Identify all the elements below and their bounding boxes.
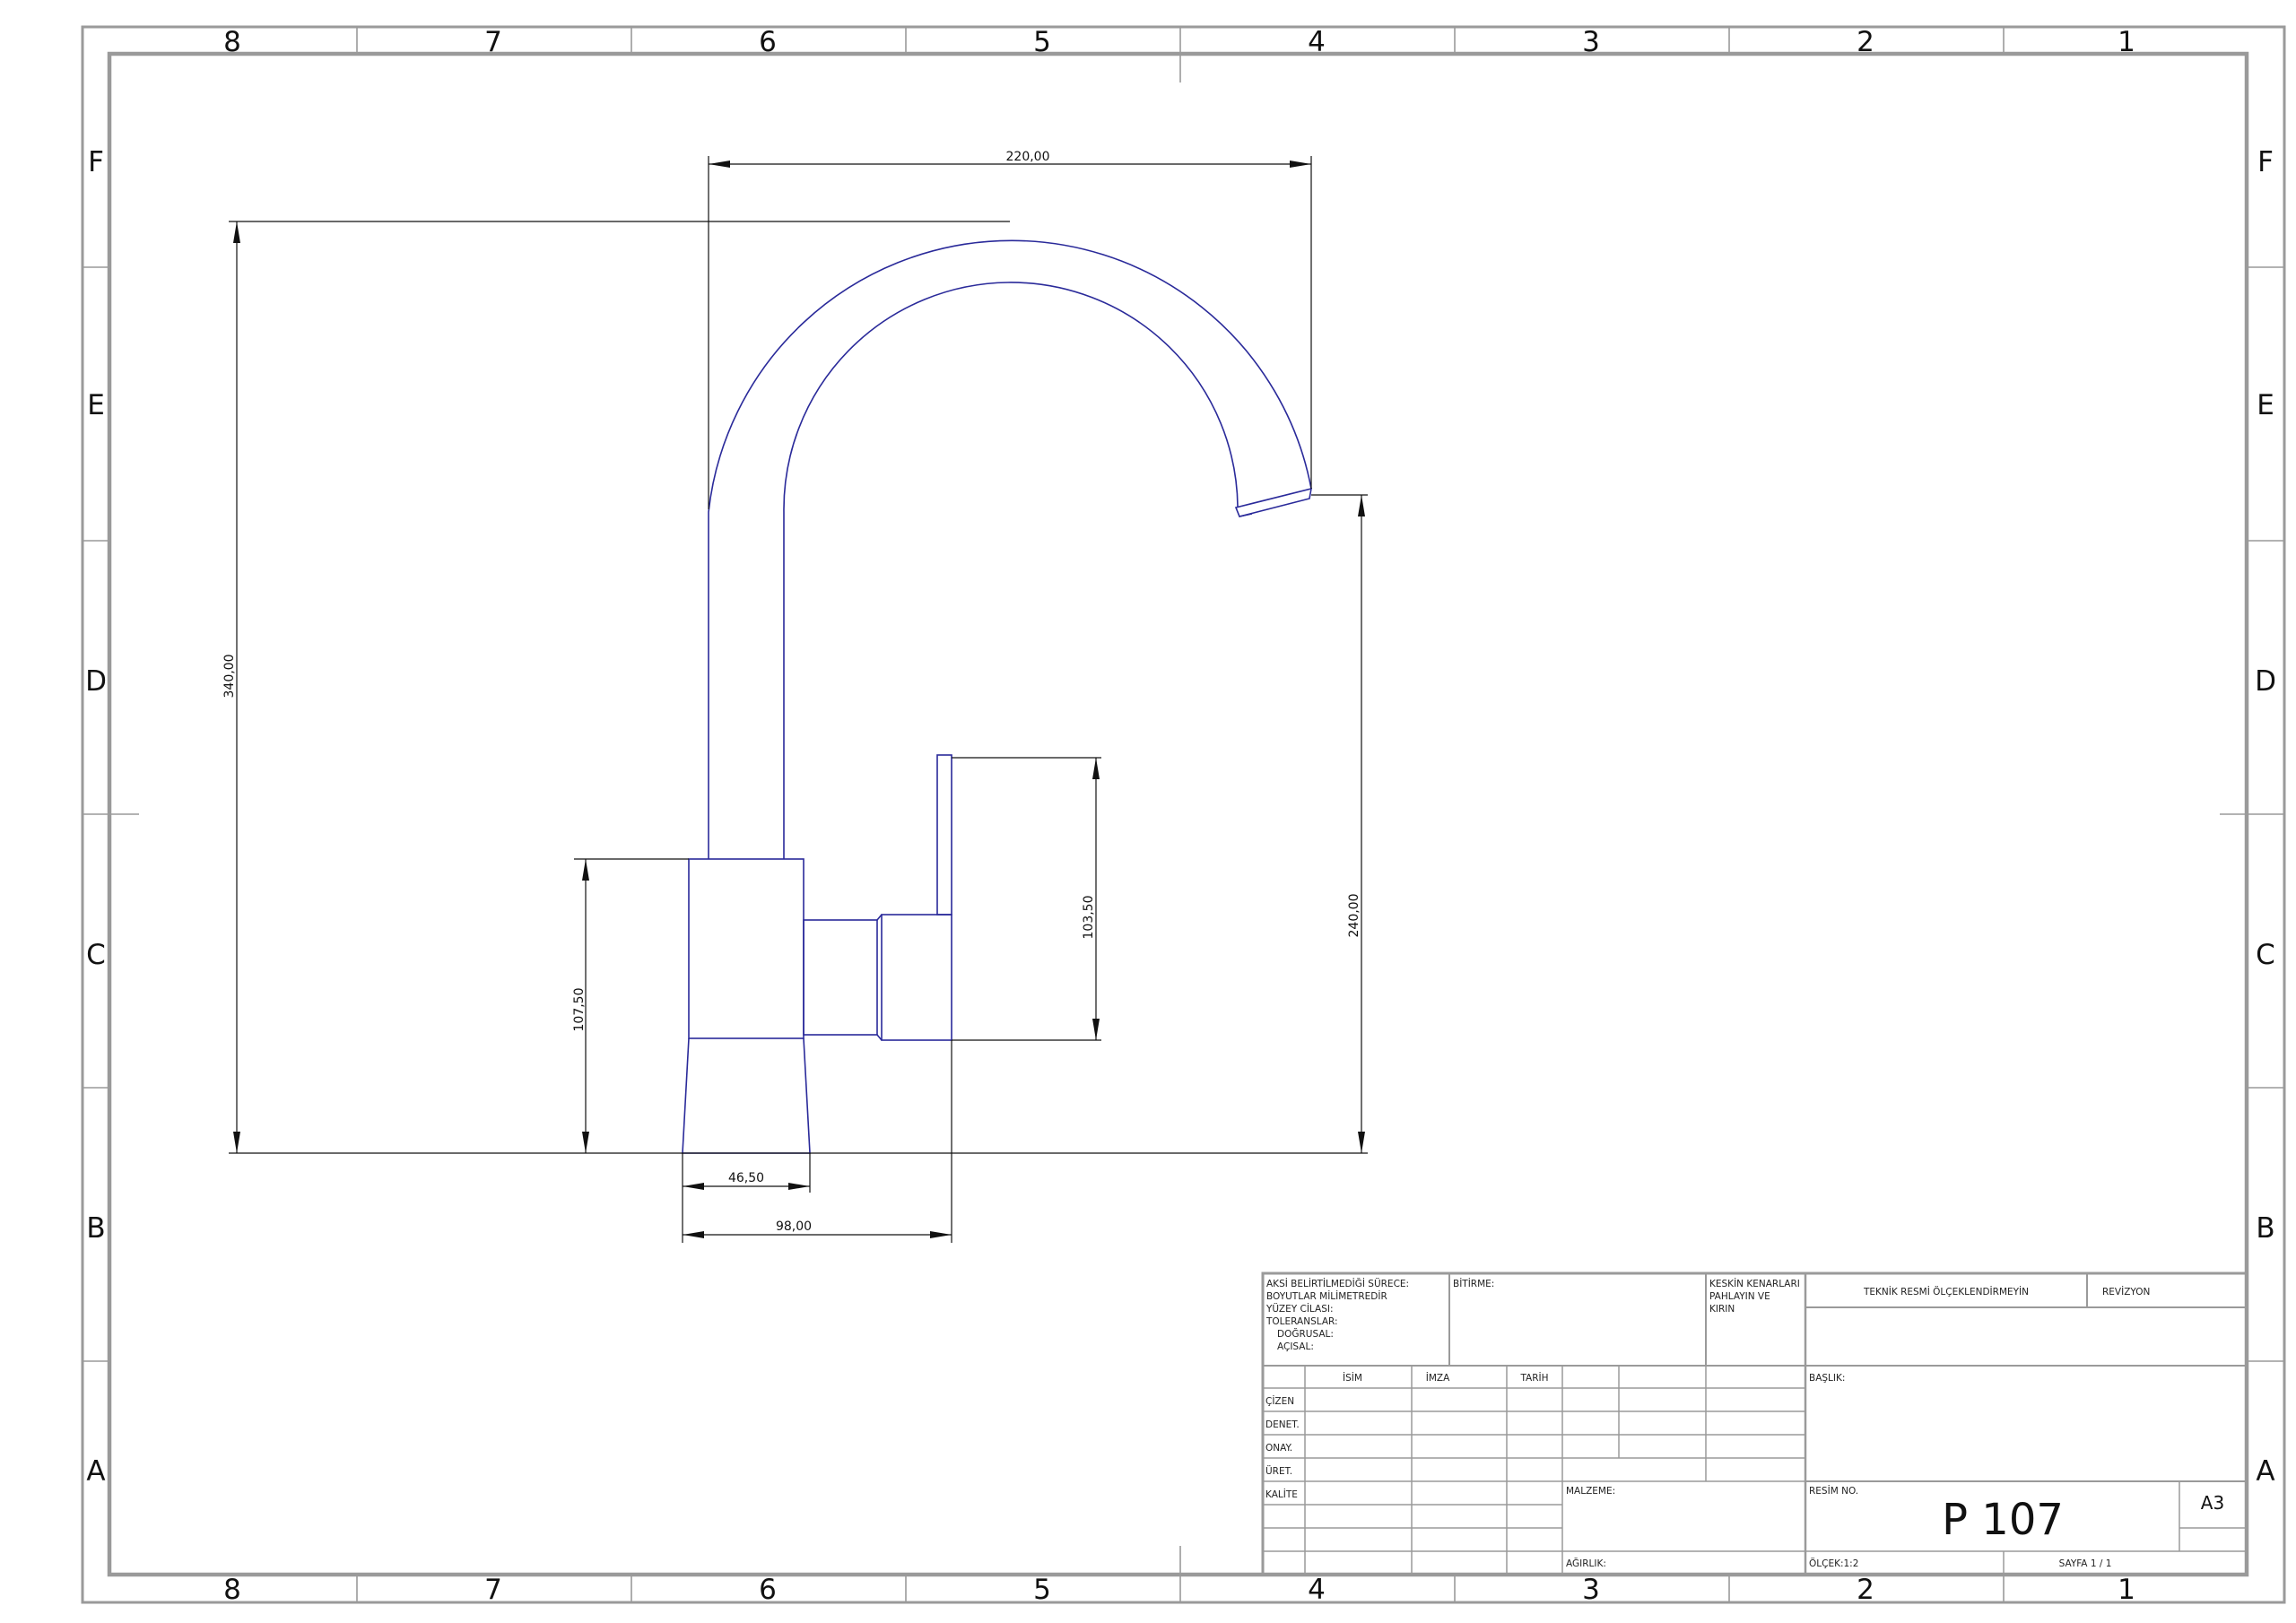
inner-border xyxy=(107,51,2249,1577)
zone-row-label: B xyxy=(86,1212,105,1245)
dim-body-width: 46,50 xyxy=(728,1171,764,1185)
col-header-signature: İMZA xyxy=(1426,1372,1450,1384)
zone-col-label: 1 xyxy=(2118,26,2135,58)
spout-outlet xyxy=(1234,487,1313,517)
dim-body-height: 107,50 xyxy=(572,988,587,1032)
zone-row-label: E xyxy=(87,389,105,421)
row-label-drawn: ÇİZEN xyxy=(1265,1395,1294,1407)
zone-col-label: 8 xyxy=(223,1574,241,1606)
finish-label: BİTİRME: xyxy=(1453,1278,1494,1289)
zone-col-label: 4 xyxy=(1308,26,1326,58)
row-label-checked: DENET. xyxy=(1265,1419,1300,1430)
lever-handle xyxy=(936,754,952,916)
dimensions: 220,00 340,00 240,00 107,50 103,50 xyxy=(222,150,1368,1243)
zone-col-label: 6 xyxy=(759,1574,777,1606)
zone-col-label: 5 xyxy=(1033,26,1051,58)
col-header-name: İSİM xyxy=(1343,1372,1362,1384)
weight-label: AĞIRLIK: xyxy=(1566,1558,1606,1569)
tolerance-note-line: DOĞRUSAL: xyxy=(1277,1328,1334,1340)
drawing-no-label: RESİM NO. xyxy=(1809,1485,1858,1497)
zone-col-label: 1 xyxy=(2118,1574,2135,1606)
lever-connector xyxy=(803,919,878,1036)
zone-row-label: F xyxy=(88,146,104,178)
spout-inner-edge xyxy=(783,282,1239,859)
body-block xyxy=(688,858,804,1039)
title-block: AKSİ BELİRTİLMEDİĞİ SÜRECE: BOYUTLAR MİL… xyxy=(1261,1271,2248,1576)
edges-note-line: KIRIN xyxy=(1709,1304,1735,1315)
dim-overall-width: 98,00 xyxy=(776,1219,812,1234)
zone-col-label: 5 xyxy=(1033,1574,1051,1606)
dim-spout-width: 220,00 xyxy=(1006,150,1050,164)
zone-col-label: 8 xyxy=(223,26,241,58)
tolerance-note-line: TOLERANSLAR: xyxy=(1265,1316,1338,1327)
zone-col-label: 7 xyxy=(484,26,502,58)
row-label-quality: KALİTE xyxy=(1265,1488,1298,1500)
lever-hub xyxy=(881,914,952,1041)
zone-col-label: 2 xyxy=(1857,1574,1874,1606)
edges-note-line: PAHLAYIN VE xyxy=(1709,1291,1770,1302)
zone-row-label: A xyxy=(2256,1455,2274,1488)
edges-note-line: KESKİN KENARLARI xyxy=(1709,1278,1800,1289)
tolerance-note-line: AKSİ BELİRTİLMEDİĞİ SÜRECE: xyxy=(1266,1278,1409,1289)
zone-row-label: F xyxy=(2257,146,2274,178)
zone-col-label: 6 xyxy=(759,26,777,58)
dim-outlet-height: 240,00 xyxy=(1347,894,1361,938)
dim-total-height: 340,00 xyxy=(222,655,237,699)
body-base xyxy=(682,1037,811,1154)
sheet-label: SAYFA 1 / 1 xyxy=(2059,1558,2112,1569)
dim-lever-height: 103,50 xyxy=(1082,896,1096,940)
col-header-date: TARİH xyxy=(1519,1372,1548,1384)
zone-row-label: B xyxy=(2256,1212,2274,1245)
zone-col-label: 3 xyxy=(1582,26,1600,58)
zone-row-label: D xyxy=(85,665,107,698)
zone-row-label: C xyxy=(86,939,106,971)
material-label: MALZEME: xyxy=(1566,1486,1615,1497)
tolerance-note-line: AÇISAL: xyxy=(1277,1341,1314,1352)
zone-col-label: 4 xyxy=(1308,1574,1326,1606)
tolerance-note-line: BOYUTLAR MİLİMETREDİR xyxy=(1266,1290,1387,1302)
no-scale-note: TEKNİK RESMİ ÖLÇEKLENDİRMEYİN xyxy=(1863,1286,2029,1298)
spout-outer-edge xyxy=(708,239,1312,859)
row-label-approved: ONAY. xyxy=(1265,1443,1292,1454)
zone-grid xyxy=(83,27,2284,1602)
zone-col-label: 2 xyxy=(1857,26,1874,58)
scale-label: ÖLÇEK:1:2 xyxy=(1809,1558,1858,1569)
row-label-manufactured: ÜRET. xyxy=(1265,1465,1292,1477)
paper-size: A3 xyxy=(2201,1492,2224,1514)
zone-row-label: A xyxy=(86,1455,105,1488)
drawing-number: P 107 xyxy=(1942,1495,2064,1545)
zone-row-label: C xyxy=(2256,939,2275,971)
faucet-part xyxy=(682,239,1313,1154)
zone-row-label: D xyxy=(2255,665,2276,698)
zone-col-label: 3 xyxy=(1582,1574,1600,1606)
zone-row-label: E xyxy=(2257,389,2274,421)
zone-col-label: 7 xyxy=(484,1574,502,1606)
title-label: BAŞLIK: xyxy=(1809,1373,1845,1384)
tolerance-note-line: YÜZEY CİLASI: xyxy=(1265,1303,1334,1315)
revision-label: REVİZYON xyxy=(2102,1286,2150,1298)
